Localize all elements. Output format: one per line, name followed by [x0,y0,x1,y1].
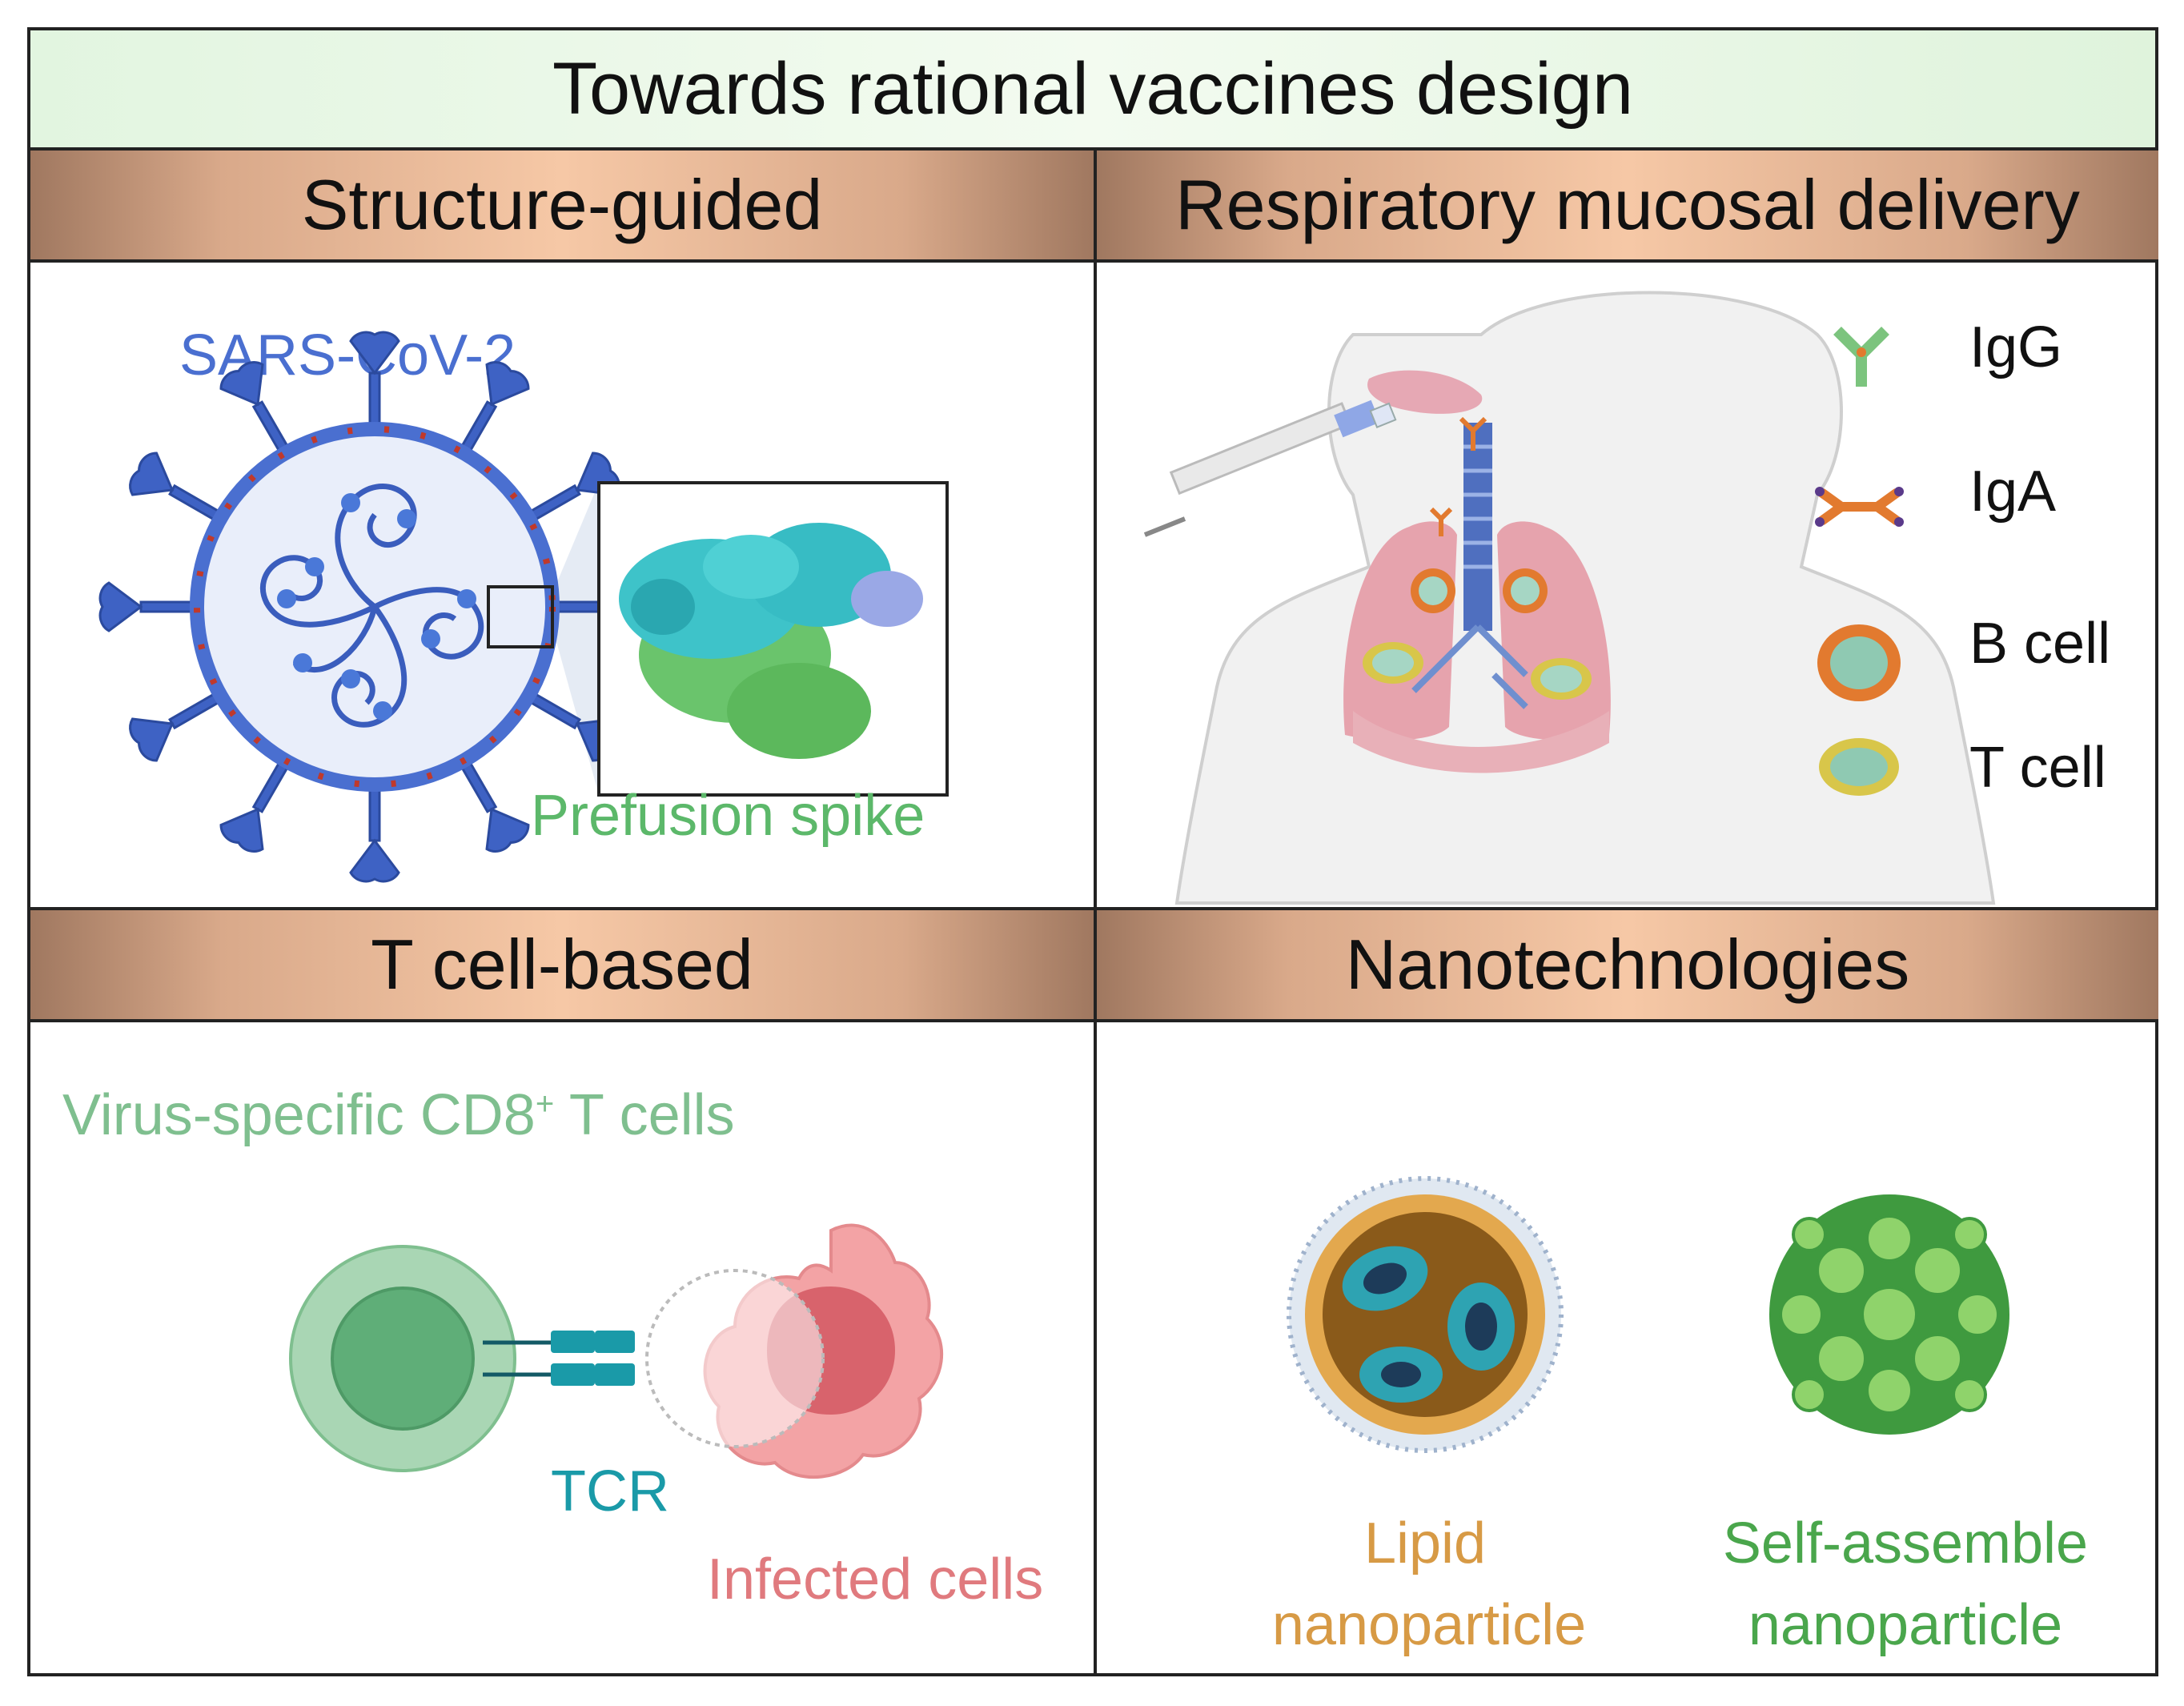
rna-beads [277,493,476,721]
cd8-label-text: Virus-specific CD8 [62,1083,536,1147]
respiratory-illustration [1143,291,1996,905]
iga-near-nose [1429,416,1487,536]
lipid-label-line1: Lipid [1363,1511,1487,1576]
cd8-label-suffix: T cells [554,1083,735,1147]
header-mucosal-delivery: Respiratory mucosal delivery [1097,151,2158,263]
figure-frame: Towards rational vaccines design Structu… [27,27,2158,1676]
header-nanotechnologies: Nanotechnologies [1097,910,2158,1022]
left-lung [1343,521,1457,741]
legend-b-cell: B cell [1969,612,2111,676]
divider-vertical [1094,151,1097,1676]
panel-mucosal-delivery: IgG IgA B cell T cell [1097,263,2158,907]
t-cell-icon [1819,738,1899,796]
prefusion-spike-structure [619,523,923,759]
nasal-syringe [1143,399,1397,537]
panel-tcell-based: Virus-specific CD8+ T cells TCR Infected [30,1022,1094,1676]
prefusion-spike-label: Prefusion spike [531,784,925,848]
infected-cell [645,1223,944,1479]
self-assemble-nanoparticle [1769,1194,2009,1435]
lipid-label-line2: nanoparticle [1271,1593,1587,1657]
iga-icon [1815,487,1904,527]
self-assemble-label-line2: nanoparticle [1748,1593,2063,1657]
tcr-label: TCR [551,1459,669,1523]
panel-nanotechnologies: Lipid nanoparticle Self-assemble nanopar… [1097,1022,2158,1676]
igg-icon [1833,327,1889,387]
legend-iga: IgA [1969,460,2057,524]
sars-cov-2-illustration [98,331,949,883]
tcell-illustration [289,1223,944,1479]
lung-b-cells [1411,568,1548,613]
tcr-receptor [483,1331,635,1386]
lung-t-cells [1363,642,1592,700]
zoom-cone [547,483,599,795]
b-cell-icon [1817,624,1901,701]
header-structure-guided: Structure-guided [30,151,1094,263]
cd8-tcell-label: Virus-specific CD8+ T cells [62,1082,735,1148]
legend-igg: IgG [1969,315,2063,379]
nasal-cavity [1367,370,1483,414]
nanoparticle-illustration [1287,1176,2009,1453]
self-assemble-label-line1: Self-assemble [1722,1511,2089,1576]
divider-horizontal [30,907,2155,910]
zoom-box [487,585,554,648]
lipid-nanoparticle [1287,1176,1564,1453]
legend-t-cell: T cell [1969,736,2106,800]
trachea-rings [1463,444,1492,569]
panel-structure-guided: SARS-CoV-2 [30,263,1094,907]
bronchi [1411,624,1528,709]
infected-cells-label: Infected cells [707,1547,1044,1612]
trachea [1463,423,1492,631]
figure-title: Towards rational vaccines design [30,30,2155,151]
cd8-t-cell [289,1245,516,1472]
cd8-label-superscript: + [535,1086,555,1122]
header-tcell-based: T cell-based [30,910,1094,1022]
diaphragm [1353,711,1609,773]
